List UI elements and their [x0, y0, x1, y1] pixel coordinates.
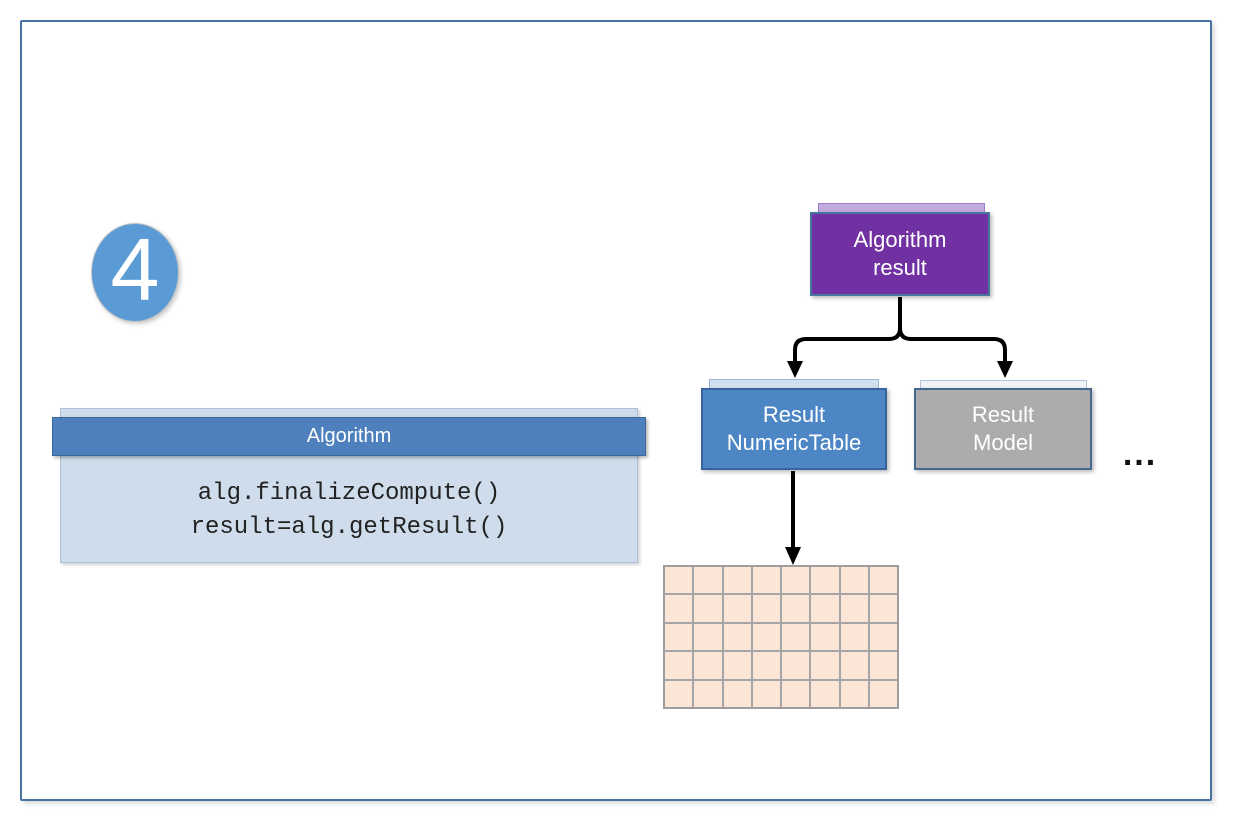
code-line: result=alg.getResult() [190, 514, 508, 541]
algorithm-code: alg.finalizeCompute() result=alg.getResu… [60, 477, 638, 545]
grid-cell [665, 567, 693, 594]
grid-cell [840, 652, 868, 679]
code-line: alg.finalizeCompute() [197, 480, 501, 507]
grid-cell [782, 680, 810, 707]
algorithm-header: Algorithm [52, 417, 646, 456]
step-number: 4 [110, 219, 160, 319]
grid-cell [811, 652, 839, 679]
grid-cell [869, 623, 897, 651]
grid-cell [840, 595, 868, 622]
grid-cell [840, 623, 868, 651]
grid-cell [752, 595, 780, 622]
grid-cell [782, 595, 810, 622]
step-number-badge: 4 [91, 223, 179, 322]
grid-cell [665, 680, 693, 707]
grid-cell [782, 567, 810, 594]
grid-cell [840, 680, 868, 707]
grid-cell [869, 652, 897, 679]
result-model-label: Result Model [971, 401, 1035, 455]
grid-cell [665, 623, 693, 651]
result-numeric-table-label: Result NumericTable [726, 401, 862, 455]
grid-cell [782, 652, 810, 679]
result-numeric-table-box: Result NumericTable [701, 388, 887, 470]
grid-cell [811, 595, 839, 622]
grid-cell [869, 595, 897, 622]
grid-cell [694, 623, 722, 651]
algorithm-title: Algorithm [306, 425, 392, 447]
grid-cell [869, 567, 897, 594]
algorithm-result-label: Algorithm result [853, 226, 947, 280]
grid-cell [723, 595, 751, 622]
grid-cell [694, 652, 722, 679]
grid-cell [752, 652, 780, 679]
grid-cell [752, 623, 780, 651]
grid-cell [665, 652, 693, 679]
grid-cell [782, 623, 810, 651]
grid-cell [840, 567, 868, 594]
grid-cell [752, 680, 780, 707]
grid-cell [723, 623, 751, 651]
grid-cell [723, 652, 751, 679]
grid-cell [811, 680, 839, 707]
grid-cell [694, 595, 722, 622]
grid-cell [694, 680, 722, 707]
grid-cell [811, 623, 839, 651]
grid-cell [811, 567, 839, 594]
numeric-table-grid [663, 565, 899, 709]
grid-cell [694, 567, 722, 594]
result-model-box: Result Model [914, 388, 1092, 470]
grid-cell [869, 680, 897, 707]
grid-cell [665, 595, 693, 622]
grid-cell [752, 567, 780, 594]
algorithm-result-box: Algorithm result [810, 212, 990, 296]
more-results-ellipsis: ... [1122, 434, 1158, 473]
grid-cell [723, 567, 751, 594]
grid-cell [723, 680, 751, 707]
